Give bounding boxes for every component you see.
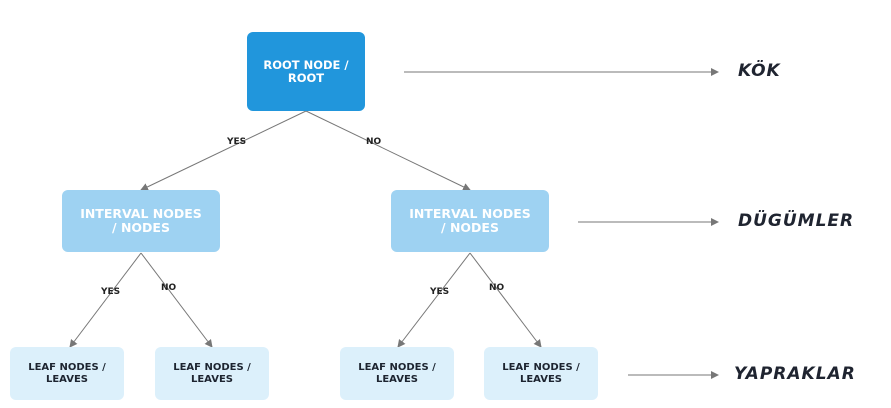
level-label-root: KÖK	[738, 61, 781, 81]
branch-label-left-no: NO	[161, 283, 177, 293]
level-label-nodes: DÜGÜMLER	[738, 211, 855, 231]
branch-label-root-no: NO	[366, 137, 382, 147]
root-node: ROOT NODE / ROOT	[247, 32, 365, 111]
leaf-node-1-label: LEAF NODES / LEAVES	[28, 362, 106, 385]
connector-left-leaf1	[69, 252, 142, 348]
connector-left-leaf2	[140, 252, 213, 348]
leaf-node-3-label: LEAF NODES / LEAVES	[358, 362, 436, 385]
branch-label-right-no: NO	[489, 283, 505, 293]
connector-root-right	[305, 110, 471, 191]
interval-node-left-label: INTERVAL NODES / NODES	[80, 206, 202, 235]
interval-node-right: INTERVAL NODES / NODES	[391, 190, 549, 252]
leaf-node-2: LEAF NODES / LEAVES	[155, 347, 269, 400]
root-node-label: ROOT NODE / ROOT	[263, 57, 349, 85]
leaf-node-4: LEAF NODES / LEAVES	[484, 347, 598, 400]
leaf-node-1: LEAF NODES / LEAVES	[10, 347, 124, 400]
level-label-leaves: YAPRAKLAR	[734, 364, 856, 384]
leaf-node-4-label: LEAF NODES / LEAVES	[502, 362, 580, 385]
branch-label-right-yes: YES	[430, 287, 450, 297]
leaf-node-2-label: LEAF NODES / LEAVES	[173, 362, 251, 385]
connector-right-leaf3	[397, 252, 471, 348]
branch-label-left-yes: YES	[101, 287, 121, 297]
leaf-node-3: LEAF NODES / LEAVES	[340, 347, 454, 400]
connector-root-left	[140, 110, 307, 191]
connector-right-leaf4	[469, 252, 542, 348]
branch-label-root-yes: YES	[227, 137, 247, 147]
interval-node-right-label: INTERVAL NODES / NODES	[409, 206, 531, 235]
interval-node-left: INTERVAL NODES / NODES	[62, 190, 220, 252]
